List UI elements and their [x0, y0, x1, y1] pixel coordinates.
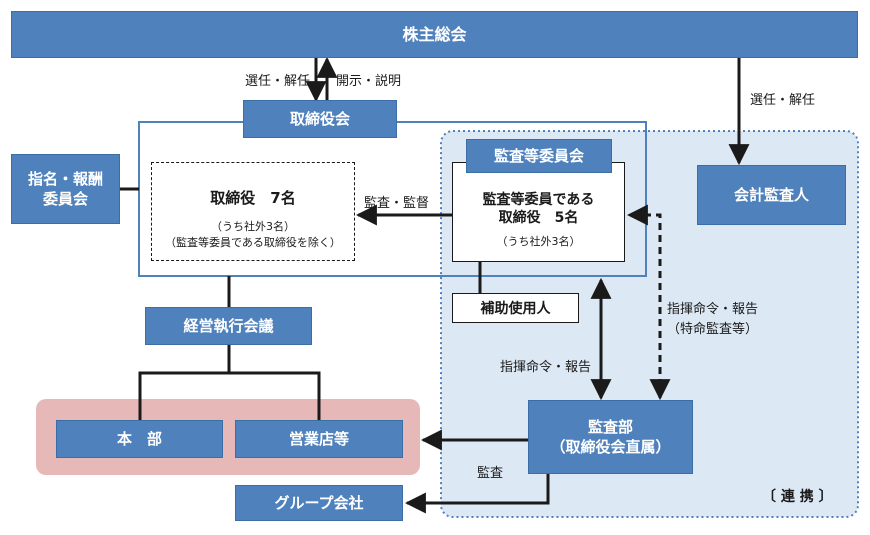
audit-directors-line2: 取締役 5名: [498, 210, 579, 227]
shareholders-meeting-label: 株主総会: [402, 24, 467, 44]
directors-sub1: （うち社外3名）: [211, 220, 295, 233]
branches-label: 営業店等: [288, 429, 349, 448]
collaboration-label: 〔 連 携 〕: [762, 489, 833, 505]
audit-supervise-label: 監査・監督: [364, 196, 430, 211]
board-label: 取締役会: [289, 109, 350, 128]
management-council-box: 経営執行会議: [145, 307, 312, 345]
special-audit-arrow: [626, 204, 671, 401]
elect-dismiss-auditor-label: 選任・解任: [750, 93, 816, 108]
audit-directors-sub: （うち社外3名）: [496, 235, 581, 249]
audit-group-arrow: [404, 474, 550, 514]
nomination-committee-line1: 指名・報酬: [27, 169, 103, 188]
group-companies-box: グループ会社: [235, 485, 403, 521]
audit-department-line2: （取締役会直属）: [550, 438, 671, 456]
instruct-report-special-line2: （特命監査等）: [667, 321, 759, 337]
elect-dismiss-label: 選任・解任: [245, 74, 311, 89]
board-box: 取締役会: [243, 100, 397, 138]
audit-directors-box: 監査等委員である 取締役 5名 （うち社外3名）: [452, 162, 625, 262]
accounting-auditor-box: 会計監査人: [697, 165, 846, 225]
directors-sub2: （監査等委員である取締役を除く）: [165, 236, 341, 249]
instruct-report-label: 指揮命令・報告: [500, 360, 592, 375]
nomination-committee-line2: 委員会: [42, 190, 88, 208]
audit-department-line1: 監査部: [587, 417, 633, 436]
audit-committee-label: 監査等委員会: [493, 146, 584, 165]
audit-directors-line1: 監査等委員である: [482, 192, 595, 208]
instruct-report-special-line1: 指揮命令・報告: [667, 302, 759, 317]
directors-title: 取締役 7名: [210, 189, 296, 207]
nomination-committee-box: 指名・報酬 委員会: [11, 154, 120, 224]
directors-box: 取締役 7名 （うち社外3名） （監査等委員である取締役を除く）: [151, 162, 355, 261]
assistant-box: 補助使用人: [452, 293, 579, 323]
disclose-explain-label: 開示・説明: [336, 74, 402, 89]
branches-box: 営業店等: [235, 420, 403, 458]
audit-label: 監査: [477, 466, 504, 481]
instruct-report-special-label: 指揮命令・報告 （特命監査等）: [667, 300, 758, 339]
audit-department-box: 監査部 （取締役会直属）: [528, 400, 693, 474]
audit-committee-box: 監査等委員会: [466, 139, 612, 173]
headquarters-box: 本 部: [56, 420, 223, 458]
management-council-label: 経営執行会議: [183, 316, 274, 335]
accounting-auditor-label: 会計監査人: [733, 185, 809, 204]
headquarters-label: 本 部: [116, 429, 162, 448]
shareholders-meeting-box: 株主総会: [11, 11, 858, 58]
group-companies-label: グループ会社: [274, 493, 364, 512]
assistant-label: 補助使用人: [480, 301, 551, 317]
